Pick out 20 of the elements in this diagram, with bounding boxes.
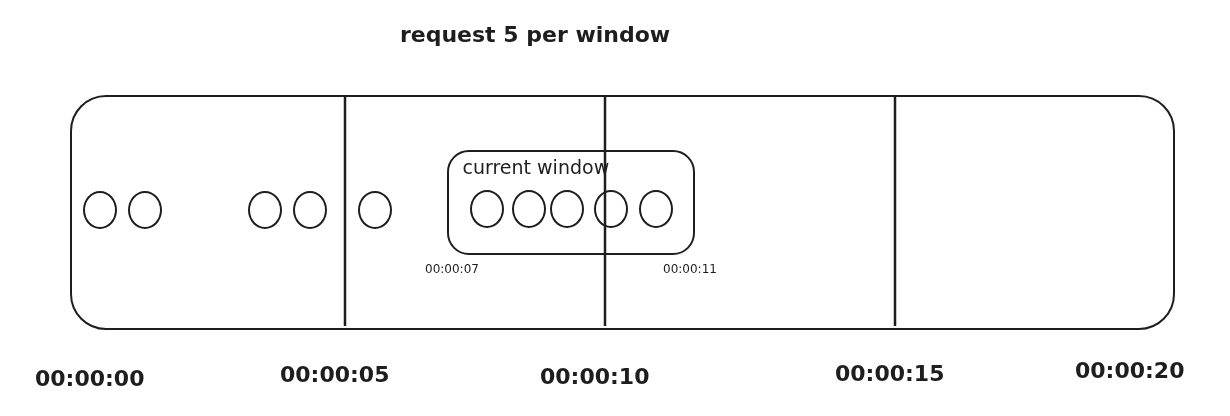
title: request 5 per window xyxy=(398,22,672,47)
request-circle xyxy=(639,190,673,228)
timeline-band xyxy=(70,95,1175,330)
request-circle xyxy=(292,190,327,229)
request-circle xyxy=(512,190,546,228)
timestamp-note: 00:00:11 xyxy=(663,262,717,276)
timestamp-note: 00:00:07 xyxy=(425,262,479,276)
time-label: 00:00:15 xyxy=(835,361,945,386)
time-label: 00:00:10 xyxy=(540,364,650,389)
time-label: 00:00:05 xyxy=(280,362,390,387)
request-circle xyxy=(82,190,117,229)
request-circle xyxy=(357,190,392,229)
request-circle xyxy=(594,190,628,228)
request-circle xyxy=(247,190,282,229)
request-circle xyxy=(127,190,162,229)
request-circle xyxy=(470,190,504,228)
window-box xyxy=(446,149,695,255)
request-circle xyxy=(550,190,584,228)
time-label: 00:00:00 xyxy=(35,366,145,391)
time-label: 00:00:20 xyxy=(1075,358,1185,383)
